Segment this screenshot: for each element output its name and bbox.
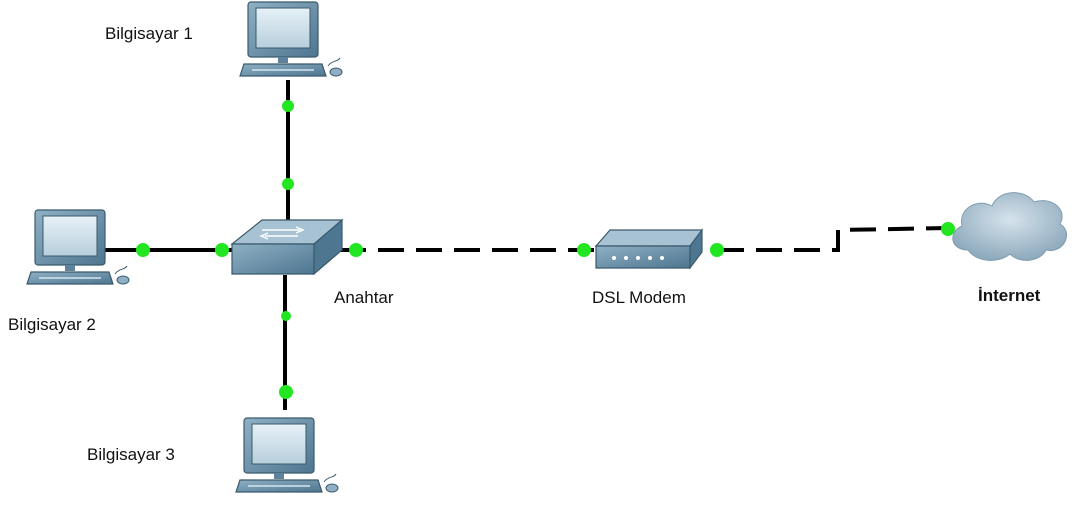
computer-1-label: Bilgisayar 1 [105, 24, 193, 43]
computer-1-icon[interactable] [239, 1, 343, 77]
dsl-modem-icon[interactable] [594, 228, 704, 270]
computer-3-label: Bilgisayar 3 [87, 445, 175, 464]
cloud-icon[interactable] [952, 192, 1067, 261]
switch-label: Anahtar [334, 288, 394, 307]
internet-label: İnternet [978, 286, 1041, 305]
computer-2-icon[interactable] [26, 209, 130, 285]
port-indicators [136, 100, 955, 399]
link-modem-internet [718, 226, 951, 252]
network-switch-icon[interactable] [230, 218, 344, 276]
computer-3-icon[interactable] [235, 417, 339, 493]
modem-label: DSL Modem [592, 288, 686, 307]
computer-2-label: Bilgisayar 2 [8, 315, 96, 334]
links [105, 80, 951, 410]
